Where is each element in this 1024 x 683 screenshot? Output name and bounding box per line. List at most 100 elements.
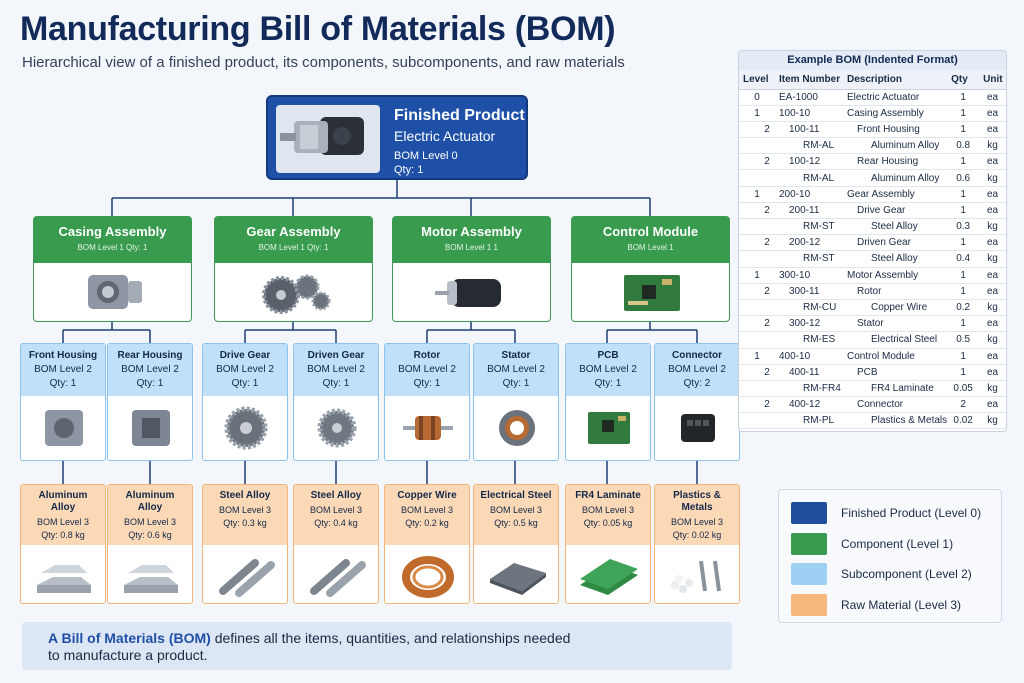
page-subtitle: Hierarchical view of a finished product,…	[22, 54, 625, 71]
cell-item-number: 400-11	[775, 364, 843, 381]
aluminum-ingots-image	[118, 551, 184, 599]
stator-image	[490, 402, 544, 454]
subcomponent-name: Rotor	[413, 350, 441, 361]
cell-unit: kg	[979, 137, 1006, 155]
cell-qty: 1	[947, 89, 980, 106]
cell-item-number: 400-12	[775, 396, 843, 414]
cell-unit: ea	[979, 105, 1006, 122]
legend-swatch	[791, 563, 827, 585]
bom-table: Example BOM (Indented Format) Level Item…	[738, 50, 1007, 432]
subcomponent-qty: Qty: 1	[502, 378, 530, 389]
raw-qty: Qty: 0.4 kg	[314, 518, 358, 528]
cell-qty: 1	[947, 186, 980, 203]
legend-label: Raw Material (Level 3)	[841, 598, 962, 612]
pellets-and-screws-image	[665, 551, 731, 599]
cell-level: 2	[739, 234, 775, 252]
cell-description: Electric Actuator	[843, 89, 948, 106]
cell-level	[739, 299, 775, 317]
cell-qty: 1	[947, 283, 980, 300]
cell-qty: 0.2	[947, 299, 980, 317]
steel-rods-image	[304, 551, 370, 599]
cell-item-number: RM-FR4	[775, 380, 843, 398]
legend-swatch	[791, 502, 827, 524]
cell-item-number: 300-12	[775, 315, 843, 333]
cell-description: Connector	[843, 396, 948, 414]
steel-rods-image	[213, 551, 279, 599]
cell-description: FR4 Laminate	[843, 380, 948, 398]
definition-highlight: A Bill of Materials (BOM)	[48, 630, 211, 646]
subcomponent-level: BOM Level 2	[307, 364, 365, 375]
aluminum-ingots-image	[31, 551, 97, 599]
driven-gear-image	[310, 402, 364, 454]
cell-unit: kg	[979, 299, 1006, 317]
page-title: Manufacturing Bill of Materials (BOM)	[20, 10, 616, 48]
subcomponent-name: Drive Gear	[219, 350, 271, 361]
finished-product-label: Finished Product	[394, 107, 525, 124]
laminate-sheets-image	[576, 551, 642, 599]
cell-qty: 0.02	[947, 412, 980, 430]
cell-qty: 0.8	[947, 137, 980, 155]
cell-description: Electrical Steel	[843, 331, 948, 349]
cell-item-number: RM-PL	[775, 412, 843, 430]
component-name: Casing Assembly	[58, 224, 167, 239]
cell-item-number: 300-11	[775, 283, 843, 300]
rotor-image	[401, 402, 455, 454]
subcomponent-qty: Qty: 1	[136, 378, 164, 389]
subcomponent-qty: Qty: 1	[231, 378, 259, 389]
drive-gear-image	[219, 402, 273, 454]
subcomponent-qty: Qty: 1	[49, 378, 77, 389]
copper-coil-image	[395, 551, 461, 599]
cell-item-number: 100-11	[775, 121, 843, 139]
subcomponent-qty: Qty: 1	[413, 378, 441, 389]
subcomponent-level: BOM Level 2	[579, 364, 637, 375]
pcb-image	[582, 402, 636, 454]
subcomponent-name: Stator	[501, 350, 531, 361]
cell-level: 2	[739, 202, 775, 220]
cell-level: 1	[739, 105, 775, 122]
component-meta: BOM Level 1 1	[445, 243, 498, 252]
cell-description: Drive Gear	[843, 202, 948, 220]
cell-unit: ea	[979, 348, 1006, 365]
cell-level	[739, 137, 775, 155]
cell-description: Casing Assembly	[843, 105, 948, 122]
cell-level: 0	[739, 89, 775, 106]
raw-qty: Qty: 0.2 kg	[405, 518, 449, 528]
cell-unit: ea	[979, 153, 1006, 171]
raw-level: BOM Level 3	[489, 505, 543, 515]
cell-description: Control Module	[843, 348, 948, 365]
finished-product-name: Electric Actuator	[394, 128, 496, 144]
raw-level: BOM Level 3	[36, 517, 90, 527]
bom-table-grid: Level Item Number Description Qty Unit 0…	[739, 70, 1006, 430]
finished-product-node[interactable]: Finished Product Electric Actuator BOM L…	[266, 95, 528, 180]
cell-level: 2	[739, 121, 775, 139]
finished-product-level: BOM Level 0	[394, 150, 458, 162]
color-legend: Finished Product (Level 0) Component (Le…	[778, 489, 1002, 623]
cell-item-number: 400-10	[775, 348, 843, 365]
cell-qty: 1	[947, 348, 980, 365]
raw-name: Aluminum	[38, 490, 88, 501]
